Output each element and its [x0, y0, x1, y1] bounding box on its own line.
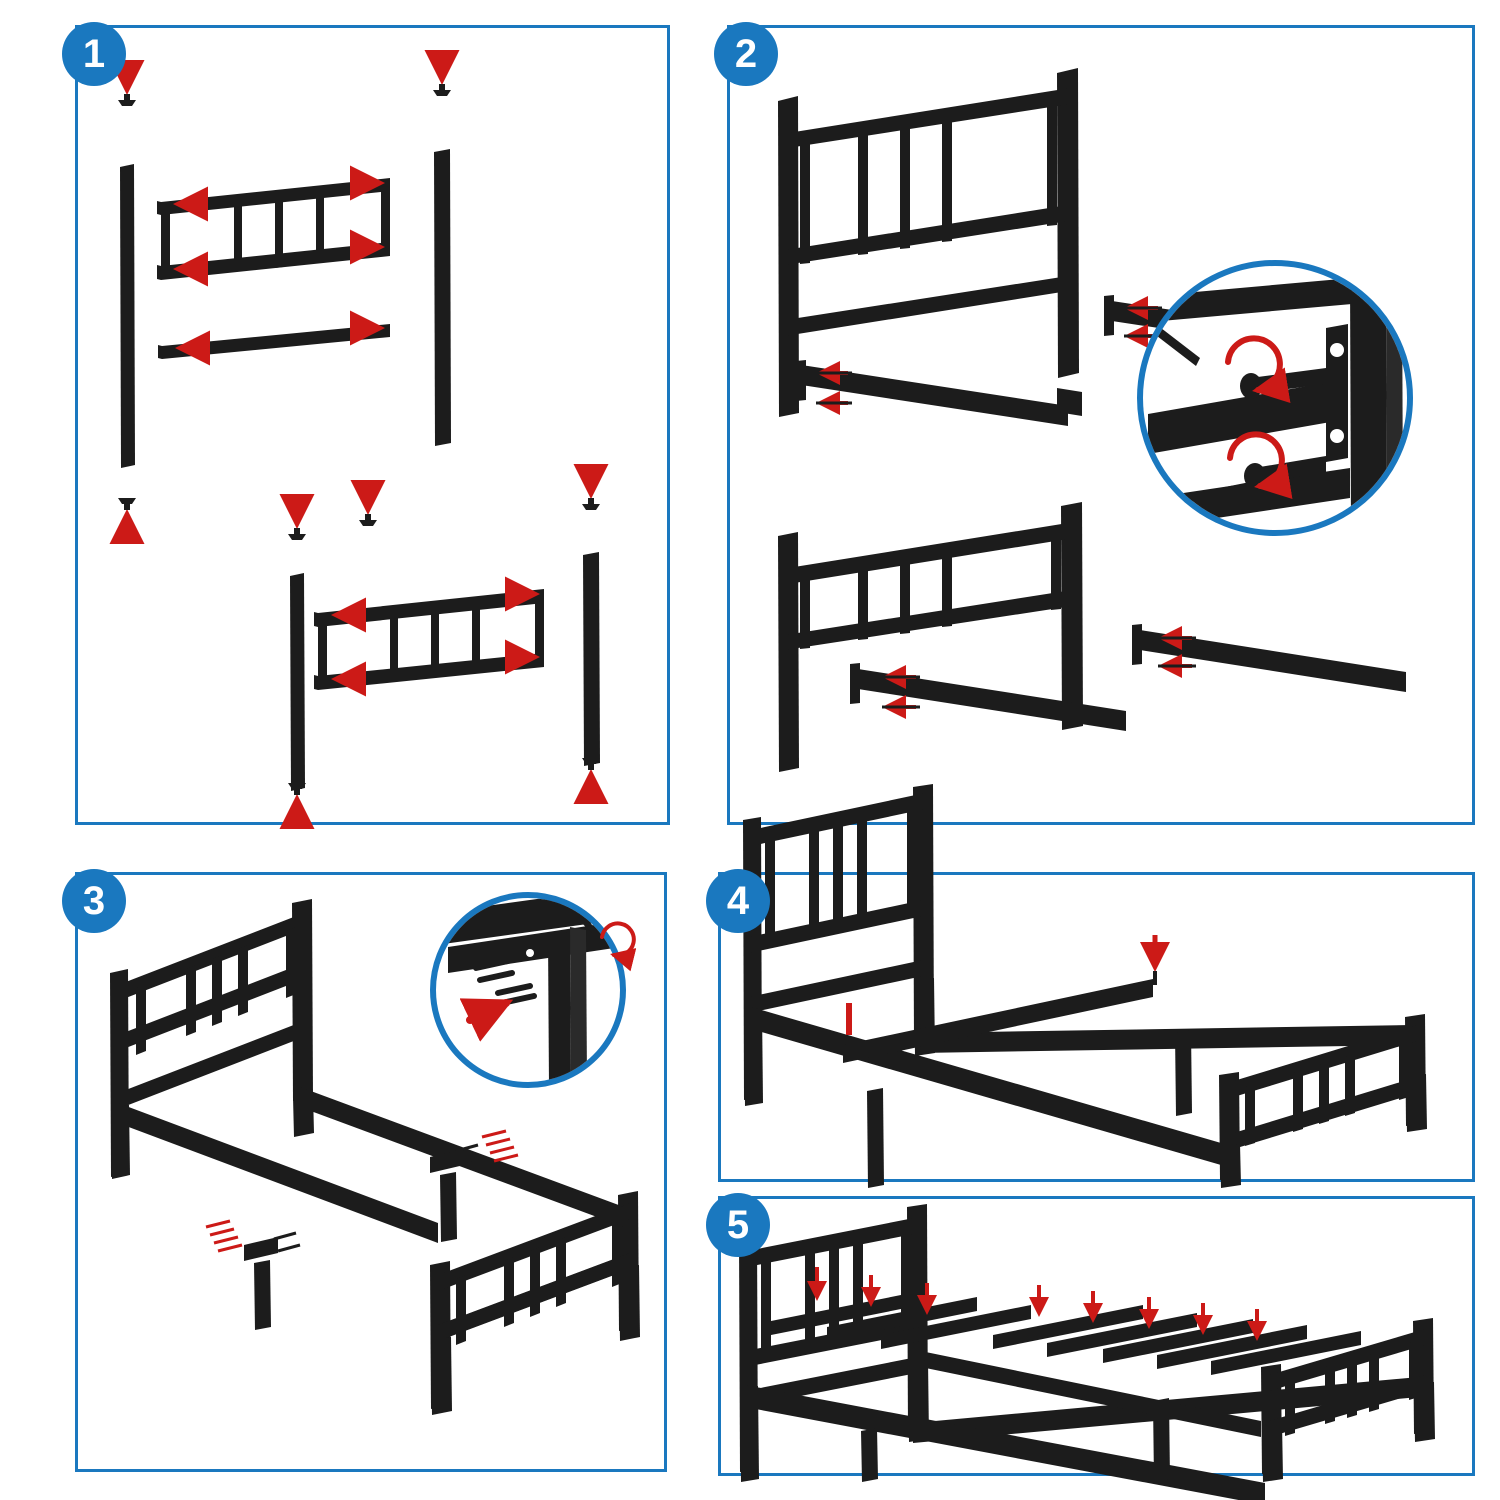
bolt-cap-group-lower [279, 464, 609, 829]
screw-cluster-near [205, 1219, 301, 1253]
step-badge-5: 5 [706, 1193, 770, 1257]
detail-callout-step-2 [1137, 260, 1413, 536]
step-2-illustration [778, 68, 1413, 772]
step-panel-5 [718, 1196, 1475, 1500]
step-number-3: 3 [82, 879, 106, 923]
step-panel-1 [75, 25, 670, 829]
step-badge-3: 3 [62, 869, 126, 933]
step-4-illustration [743, 784, 1427, 1188]
step-panel-2 [727, 25, 1475, 825]
detail-callout-step-3 [430, 892, 637, 1088]
step-badge-1: 1 [62, 22, 126, 86]
step-5-illustration [739, 1204, 1435, 1500]
step-panel-4 [718, 784, 1475, 1188]
step-number-1: 1 [82, 32, 106, 76]
step-3-illustration [110, 892, 640, 1415]
step-badge-2: 2 [714, 22, 778, 86]
step-panel-3 [75, 872, 667, 1472]
bolt-cap-group-upper [109, 50, 460, 544]
step-number-2: 2 [734, 32, 758, 76]
screw-cluster-far [455, 1129, 519, 1165]
step-1-illustration [109, 50, 609, 829]
step-number-4: 4 [726, 879, 750, 923]
step-badge-4: 4 [706, 869, 770, 933]
step-number-5: 5 [726, 1203, 750, 1247]
